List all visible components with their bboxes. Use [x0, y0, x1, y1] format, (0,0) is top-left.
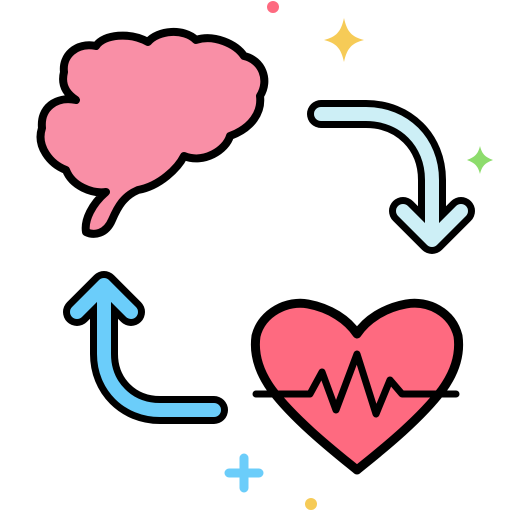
dot-icon: [267, 1, 279, 13]
arrow-curved-up-icon: [63, 271, 228, 424]
sparkle-icon: [324, 18, 364, 62]
sparkle-icon: [467, 146, 493, 174]
arrow-curved-down-icon: [307, 100, 475, 254]
heart-pulse-icon: [250, 298, 464, 475]
brain-icon: [36, 28, 269, 238]
dot-icon: [305, 498, 317, 510]
plus-icon: [224, 453, 264, 493]
